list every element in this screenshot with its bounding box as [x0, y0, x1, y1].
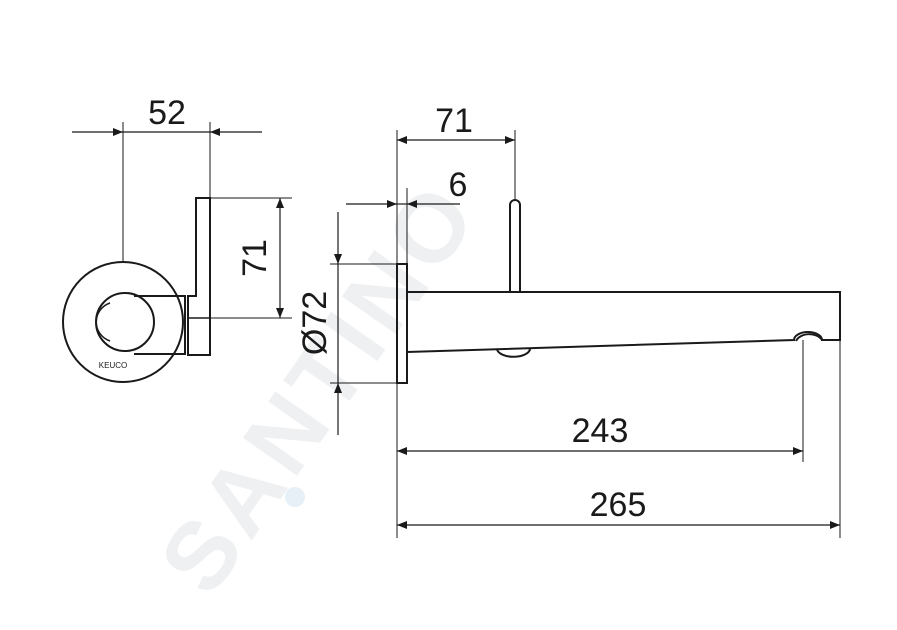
knob-circle	[95, 292, 155, 352]
knob-inner-arc	[95, 302, 111, 342]
watermark-drop-icon	[285, 487, 305, 507]
spout-aerator-front	[795, 333, 823, 342]
lever-bar	[187, 197, 211, 356]
watermark: SANTINO	[140, 162, 500, 612]
dim-71-side-label: 71	[236, 239, 274, 277]
dim-265-label: 265	[590, 486, 647, 524]
side-view: 71 6 Ø72 243 265	[296, 102, 841, 538]
wall-plate	[396, 263, 408, 384]
knob-collar	[134, 295, 186, 355]
svg-text:SANTINO: SANTINO	[140, 162, 500, 612]
dim-52-label: 52	[148, 94, 186, 132]
dim-6-label: 6	[449, 166, 468, 204]
spout-aerator-rear	[496, 347, 531, 358]
dim-243-label: 243	[572, 412, 629, 450]
side-lever	[509, 199, 521, 292]
front-view: KEUCO 52 71	[62, 94, 292, 383]
spout-body	[406, 291, 841, 353]
dim-71-top-label: 71	[435, 102, 473, 140]
logo-text: KEUCO	[99, 361, 127, 370]
dim-72-label: Ø72	[296, 291, 334, 355]
